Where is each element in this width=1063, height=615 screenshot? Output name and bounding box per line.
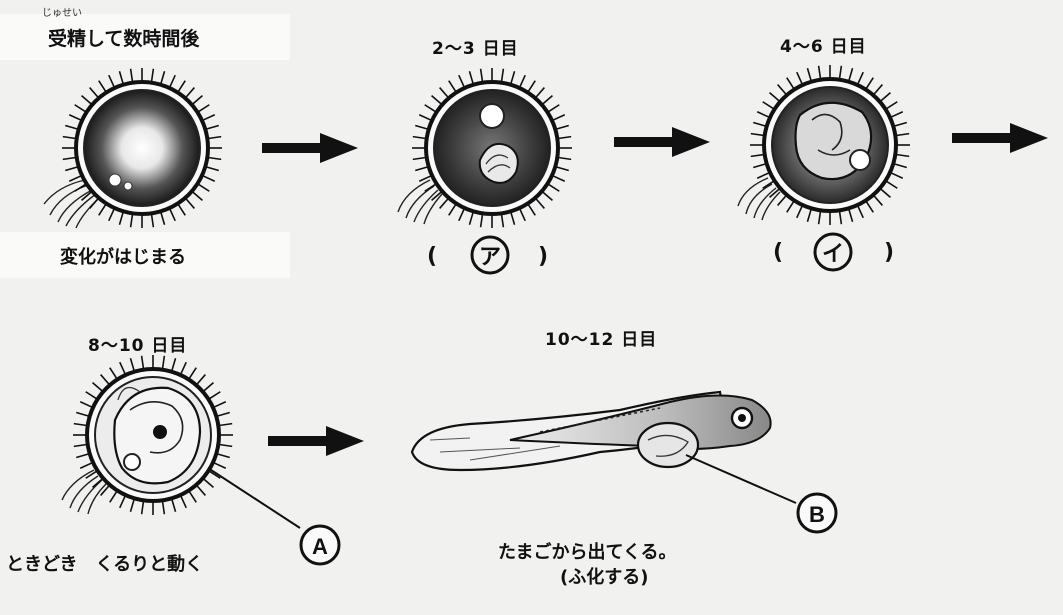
embryo-outline (478, 142, 519, 184)
svg-text:): ) (538, 244, 548, 269)
stage-label-2: 4〜6 日目 (780, 37, 867, 57)
egg-hairs (750, 65, 910, 225)
egg-filaments (737, 177, 781, 221)
oil-droplet (479, 103, 505, 129)
marker-a: A (299, 524, 341, 566)
svg-text:(: ( (427, 244, 437, 269)
title-panel (0, 14, 290, 60)
svg-text:): ) (884, 240, 894, 265)
egg-hairs (73, 355, 233, 515)
egg-stage-2 (737, 65, 910, 225)
egg-filaments (397, 179, 443, 225)
hatch-caption-1: たまごから出てくる。 (498, 542, 677, 563)
stage-label-1: 2〜3 日目 (432, 39, 519, 59)
leader-line-a (207, 467, 301, 529)
oil-droplet (108, 173, 122, 187)
caption-panel (0, 232, 290, 278)
oil-droplet (849, 149, 871, 171)
hatched-larva (410, 390, 772, 472)
blank-i: ( イ ) (773, 232, 894, 272)
leader-line-b (685, 454, 797, 504)
marker-b: B (796, 492, 838, 534)
egg-stage-3 (61, 355, 233, 515)
blank-a: ( ア ) (427, 235, 548, 275)
oil-droplet (123, 453, 141, 471)
svg-text:(: ( (773, 240, 783, 265)
move-caption: ときどき くるりと動く (6, 554, 204, 575)
arrow-4 (268, 426, 364, 456)
egg-yolk (83, 89, 201, 207)
arrow-2 (614, 127, 710, 157)
stage-label-3: 8〜10 日目 (88, 336, 188, 356)
stage-label-4: 10〜12 日目 (545, 330, 658, 350)
title-ruby: じゅせい (42, 8, 82, 19)
svg-text:B: B (809, 502, 825, 527)
arrow-3 (952, 123, 1048, 153)
svg-text:イ: イ (822, 242, 844, 267)
title-label: 受精して数時間後 (48, 28, 200, 50)
egg-hairs (412, 68, 572, 228)
svg-text:A: A (312, 534, 328, 559)
hatch-caption-2: (ふ化する) (560, 567, 649, 588)
egg-stage-0 (43, 68, 222, 229)
svg-text:ア: ア (479, 245, 501, 270)
eye (153, 425, 167, 439)
egg-stage-1 (397, 68, 572, 228)
yolk-sac (636, 421, 700, 469)
arrow-1 (262, 133, 358, 163)
egg-hairs (62, 68, 222, 228)
caption-label: 変化がはじまる (60, 247, 186, 268)
oil-droplet (123, 181, 133, 191)
